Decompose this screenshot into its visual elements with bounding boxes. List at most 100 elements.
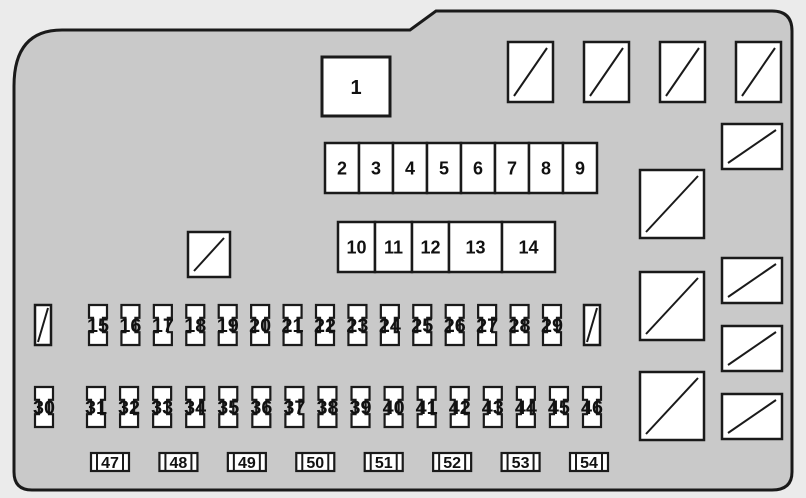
fuse-slot: 47 — [89, 451, 131, 473]
fuse-slot: 54 — [568, 451, 610, 473]
fuse-slot: 32 — [118, 385, 140, 429]
relay-slot — [638, 370, 706, 442]
fuse-outline — [412, 303, 433, 347]
fuse-slot: 22 — [314, 303, 336, 347]
fuse-label: 47 — [101, 455, 119, 472]
fuse-slot: 52 — [432, 451, 473, 473]
fuse-slot: 39 — [350, 385, 372, 429]
fuse-outline — [218, 385, 239, 429]
relay-diagonal — [586, 307, 598, 343]
fuse-slot: 41 — [416, 385, 438, 429]
fuse-label: 27 — [476, 316, 498, 337]
fuse-outline — [152, 385, 173, 429]
fuse-outline — [357, 141, 395, 195]
fuse-outline — [509, 303, 530, 347]
fuse-label: 30 — [33, 398, 55, 419]
relay-slot — [720, 256, 784, 305]
fuse-slot: 16 — [119, 303, 141, 347]
fuse-outline — [482, 385, 503, 429]
fuse-label: 34 — [184, 398, 206, 419]
relay-slot — [658, 40, 707, 104]
fuse-label: 19 — [217, 316, 239, 337]
fuse-label: 22 — [314, 316, 336, 337]
relay-diagonal — [513, 47, 548, 97]
fuse-label: 53 — [512, 455, 530, 472]
relay-diagonal — [727, 399, 777, 434]
fuse-outline — [251, 385, 272, 429]
relay-slot — [506, 40, 555, 104]
fuse-slot: 30 — [33, 385, 55, 429]
fuse-slot: 48 — [158, 451, 199, 473]
fuse-label: 37 — [283, 398, 305, 419]
fuse-slot: 37 — [283, 385, 305, 429]
fuse-label: 32 — [118, 398, 140, 419]
relay-diagonal — [665, 47, 700, 97]
main-fuse — [320, 55, 392, 118]
fuse-label: 28 — [509, 316, 531, 337]
fuse-label: 49 — [238, 455, 256, 472]
fuse-outline — [323, 141, 361, 195]
fuse-label: 2 — [337, 158, 347, 178]
fuse-outline — [383, 385, 404, 429]
fuse-outline — [284, 385, 305, 429]
relay-slot — [582, 40, 631, 104]
fuse-slot: 8 — [527, 141, 565, 195]
fuse-slot: 21 — [282, 303, 304, 347]
fuse-label: 44 — [515, 398, 537, 419]
fuse-label: 18 — [184, 316, 206, 337]
fuse-label: 40 — [383, 398, 405, 419]
fuse-outline — [295, 451, 336, 473]
fuse-label: 52 — [443, 455, 461, 472]
fuse-outline — [561, 141, 599, 195]
fuse-label: 8 — [541, 158, 551, 178]
fuse-outline — [410, 220, 451, 274]
fuse-slot: 45 — [548, 385, 570, 429]
fuse-outline — [87, 303, 109, 347]
fuse-outline — [282, 303, 303, 347]
fuse-slot: 13 — [447, 220, 504, 274]
fuse-slot: 6 — [459, 141, 497, 195]
fuse-slot: 15 — [87, 303, 109, 347]
fuse-slot: 9 — [561, 141, 599, 195]
fuse-label: 51 — [375, 455, 393, 472]
fuse-outline — [89, 451, 131, 473]
relay-slot — [638, 168, 706, 240]
fuse-outline — [350, 385, 371, 429]
fuse-slot: 20 — [249, 303, 271, 347]
fuse-outline — [500, 220, 557, 274]
fuse-slot: 51 — [363, 451, 404, 473]
fuse-outline — [447, 220, 504, 274]
fuse-label: 50 — [306, 455, 324, 472]
fuse-slot: 35 — [217, 385, 240, 429]
fuse-outline — [568, 451, 610, 473]
fuse-slot: 53 — [500, 451, 541, 473]
fuse-slot: 40 — [383, 385, 405, 429]
fuse-label: 41 — [416, 398, 438, 419]
fuse-outline — [432, 451, 473, 473]
fuse-label: 48 — [170, 455, 188, 472]
fuse-label: 35 — [217, 398, 239, 419]
fuse-outline — [250, 303, 271, 347]
fuse-label: 46 — [581, 398, 603, 419]
fuse-label: 12 — [420, 237, 440, 257]
fuse-slot: 31 — [85, 385, 107, 429]
fuse-slot: 11 — [373, 220, 414, 274]
fuse-label: 21 — [282, 316, 304, 337]
relay-slot — [638, 270, 706, 342]
fuse-slot: 38 — [316, 385, 338, 429]
fuse-outline — [548, 385, 570, 429]
relay-diagonal — [727, 331, 777, 366]
fuse-slot: 29 — [541, 303, 563, 347]
fuse-outline — [444, 303, 465, 347]
fuse-label: 6 — [473, 158, 483, 178]
fuse-slot: 25 — [411, 303, 434, 347]
fuse-slot: 44 — [515, 385, 537, 429]
fuse-slot: 10 — [336, 220, 377, 274]
relay-slot — [734, 40, 783, 104]
fuse-label: 31 — [85, 398, 107, 419]
fuse-label: 14 — [518, 237, 538, 257]
fuse-label: 25 — [411, 316, 433, 337]
